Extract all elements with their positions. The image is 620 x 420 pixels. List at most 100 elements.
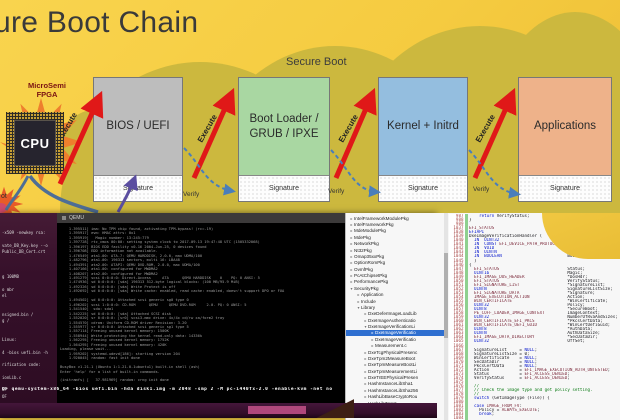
- code-line[interactable]: 988}: [449, 217, 620, 223]
- code-line[interactable]: 1080: [449, 400, 620, 405]
- tree-item-dxeimageverificatio[interactable]: ▸DxeImageVerificatio: [346, 336, 444, 342]
- code-line[interactable]: 1064 EFI_IMAGE_DATA_DIRECTORY *SecDataDi…: [449, 335, 620, 340]
- code-line[interactable]: 1071 PkcsCertData = NULL;: [449, 363, 620, 368]
- code-line[interactable]: 1084: [449, 416, 620, 420]
- chevron-right-icon[interactable]: ▸: [350, 229, 353, 234]
- chevron-right-icon[interactable]: ▸: [364, 356, 367, 361]
- code-line[interactable]: 1067 SignatureList = NULL;: [449, 347, 620, 352]
- code-line[interactable]: 1055 WIN_CERTIFICATE *WinCertificate;: [449, 298, 620, 304]
- tree-scrollbar[interactable]: [444, 213, 448, 420]
- code-line[interactable]: 1069 WinCertificate = NULL;: [449, 355, 620, 360]
- tree-item-dxetreephysicalpresen[interactable]: ▸DxeTrEEPhysicalPresen: [346, 374, 444, 380]
- chevron-right-icon[interactable]: ▸: [350, 242, 353, 247]
- code-line[interactable]: 1083 break;: [449, 412, 620, 417]
- chevron-right-icon[interactable]: ▸: [350, 248, 353, 253]
- tree-item-mdemodulepkg[interactable]: ▸MdeModulePkg: [346, 228, 444, 234]
- chevron-right-icon[interactable]: ▸: [364, 312, 367, 317]
- tree-item-pcatchipsetpkg[interactable]: ▸PcAtChipsetPkg: [346, 272, 444, 278]
- qemu-launch-command[interactable]: OF qemu-system-x86_64 -bios uefi.bin -hd…: [2, 387, 333, 392]
- solution-explorer[interactable]: ▸IntelFrameworkModulePkg▸IntelFrameworkP…: [346, 215, 444, 415]
- tree-item-omap35xxpkg[interactable]: ▸Omap35xxPkg: [346, 253, 444, 259]
- chevron-right-icon[interactable]: ▸: [364, 388, 367, 393]
- code-line[interactable]: 1059 UINT32 NumberOfRvaAndSizes;: [449, 315, 620, 320]
- code-line[interactable]: 1062 UINT8 *AuthData;: [449, 327, 620, 332]
- code-line[interactable]: 1050 EFI_STATUS VerifyStatus;: [449, 278, 620, 283]
- code-line[interactable]: 1051 EFI_SIGNATURE_LIST *SignatureList;: [449, 282, 620, 287]
- qemu-terminal-output[interactable]: 1.395511] ima: No TPM chip found, activa…: [60, 227, 285, 383]
- tree-item-performancepkg[interactable]: ▸PerformancePkg: [346, 279, 444, 285]
- tree-item-dxetpmmeasurementli[interactable]: ▸DxeTpmMeasurementLi: [346, 368, 444, 374]
- chevron-right-icon[interactable]: ▸: [357, 299, 360, 304]
- tree-item-dxetcgphysicalpresenc[interactable]: ▸DxeTcgPhysicalPresenc: [346, 349, 444, 355]
- code-line[interactable]: 1048 UINT16 Magic;: [449, 270, 620, 275]
- chevron-right-icon[interactable]: ▸: [364, 382, 367, 387]
- tree-item-hashinstancelibsha1[interactable]: ▸HashInstanceLibSha1: [346, 381, 444, 387]
- chevron-right-icon[interactable]: ▸: [364, 395, 367, 400]
- tree-item-intelframeworkmodulepkg[interactable]: ▸IntelFrameworkModulePkg: [346, 215, 444, 221]
- tree-item-dxetpmmeasurebootli[interactable]: ▸DxeTpmMeasureBootLi: [346, 362, 444, 368]
- code-line[interactable]: 1068 SignatureListSize = 0;: [449, 351, 620, 356]
- chevron-right-icon[interactable]: ▸: [364, 318, 367, 323]
- tree-item-dxeimageauthenticatio[interactable]: ▸DxeImageAuthenticatio: [346, 317, 444, 323]
- code-line[interactable]: 1058 PE_COFF_LOADER_IMAGE_CONTEXT ImageC…: [449, 310, 620, 316]
- chevron-right-icon[interactable]: ▸: [371, 337, 374, 342]
- code-line[interactable]: 987 return VerifyStatus;: [449, 214, 620, 219]
- host-terminal-bottom[interactable]: [0, 403, 437, 418]
- chevron-right-icon[interactable]: ▸: [364, 363, 367, 368]
- tree-item-networkpkg[interactable]: ▸NetworkPkg: [346, 241, 444, 247]
- code-line[interactable]: 1063 UINTN AuthDataSize;: [449, 331, 620, 336]
- chevron-right-icon[interactable]: ▸: [350, 274, 353, 279]
- chevron-right-icon[interactable]: ▸: [350, 235, 353, 240]
- code-line[interactable]: 1053 EFI_SIGNATURE_DATA *Signature;: [449, 290, 620, 295]
- chevron-right-icon[interactable]: ▸: [357, 293, 360, 298]
- code-line[interactable]: 1045 ): [449, 258, 620, 263]
- chevron-down-icon[interactable]: ▾: [357, 305, 360, 310]
- code-line[interactable]: 1052 UINTN SignatureListSize;: [449, 286, 620, 291]
- qemu-terminal-window[interactable]: QEMU 1.395511] ima: No TPM chip found, a…: [57, 213, 345, 403]
- chevron-right-icon[interactable]: ▸: [371, 331, 374, 336]
- chevron-right-icon[interactable]: ▸: [364, 369, 367, 374]
- code-line[interactable]: 1054 IMAGE_EXECUTION_ACTION Action;: [449, 294, 620, 299]
- code-line[interactable]: 1076 //: [449, 383, 620, 389]
- code-line[interactable]: 1075: [449, 379, 620, 384]
- code-line[interactable]: 1057 UINT8 *SecureBoot;: [449, 306, 620, 312]
- tree-item-dxeimageverificatio[interactable]: ▸DxeImageVerificatio: [346, 329, 444, 337]
- code-line[interactable]: 1073 Status = EFI_ACCESS_DENIED;: [449, 371, 620, 376]
- code-line[interactable]: 1046{: [449, 262, 620, 267]
- tree-item-hashinstancelibsha256[interactable]: ▸HashInstanceLibSha256: [346, 387, 444, 393]
- code-line[interactable]: 1056 UINT32 Policy;: [449, 302, 620, 308]
- chevron-right-icon[interactable]: ▸: [350, 254, 353, 259]
- tree-item-intelframeworkpkg[interactable]: ▸IntelFrameworkPkg: [346, 221, 444, 227]
- chevron-right-icon[interactable]: ▸: [350, 280, 353, 285]
- code-line[interactable]: 1079 switch (GetImageType (File)) {: [449, 395, 620, 401]
- tree-item-dxetpm2measureboot[interactable]: ▸DxeTpm2MeasureBoot: [346, 355, 444, 361]
- code-line[interactable]: 1081 case IMAGE_FROM_FV:: [449, 404, 620, 409]
- tree-scrollbar-thumb[interactable]: [444, 253, 448, 338]
- tree-item-securitypkg[interactable]: ▾SecurityPkg: [346, 285, 444, 291]
- code-line[interactable]: 1078 //: [449, 391, 620, 397]
- tree-item-measurement-c[interactable]: ▸Measurement.c: [346, 343, 444, 349]
- tree-item-include[interactable]: ▸Include: [346, 298, 444, 304]
- tree-item-dxeimageverificationli[interactable]: ▾DxeImageVerificationLi: [346, 323, 444, 329]
- code-line[interactable]: 1077 // Check the image type and get pol…: [449, 387, 620, 393]
- chevron-right-icon[interactable]: ▸: [350, 223, 353, 228]
- tree-item-library[interactable]: ▾Library: [346, 304, 444, 310]
- chevron-right-icon[interactable]: ▸: [350, 216, 353, 221]
- code-line[interactable]: 1070 SecDataDir = NULL;: [449, 359, 620, 364]
- chevron-right-icon[interactable]: ▸: [371, 344, 374, 349]
- code-line[interactable]: 1049 EFI_IMAGE_DOS_HEADER *DosHdr;: [449, 274, 620, 279]
- code-line[interactable]: 1047 EFI_STATUS Status;: [449, 266, 620, 271]
- tree-item-mdepkg[interactable]: ▸MdePkg: [346, 234, 444, 240]
- chevron-right-icon[interactable]: ▸: [350, 261, 353, 266]
- chevron-right-icon[interactable]: ▸: [364, 376, 367, 381]
- chevron-right-icon[interactable]: ▸: [364, 350, 367, 355]
- chevron-down-icon[interactable]: ▾: [364, 325, 367, 330]
- chevron-down-icon[interactable]: ▾: [350, 286, 353, 291]
- code-line[interactable]: 1074 VerifyStatus = EFI_ACCESS_DENIED;: [449, 375, 620, 380]
- tree-item-dxedeferimageloadlib[interactable]: ▸DxeDeferImageLoadLib: [346, 311, 444, 317]
- tree-item-optionrompkg[interactable]: ▸OptionRomPkg: [346, 260, 444, 266]
- tree-item-hashlibbasecryptorou[interactable]: ▸HashLibBaseCryptoRou: [346, 394, 444, 400]
